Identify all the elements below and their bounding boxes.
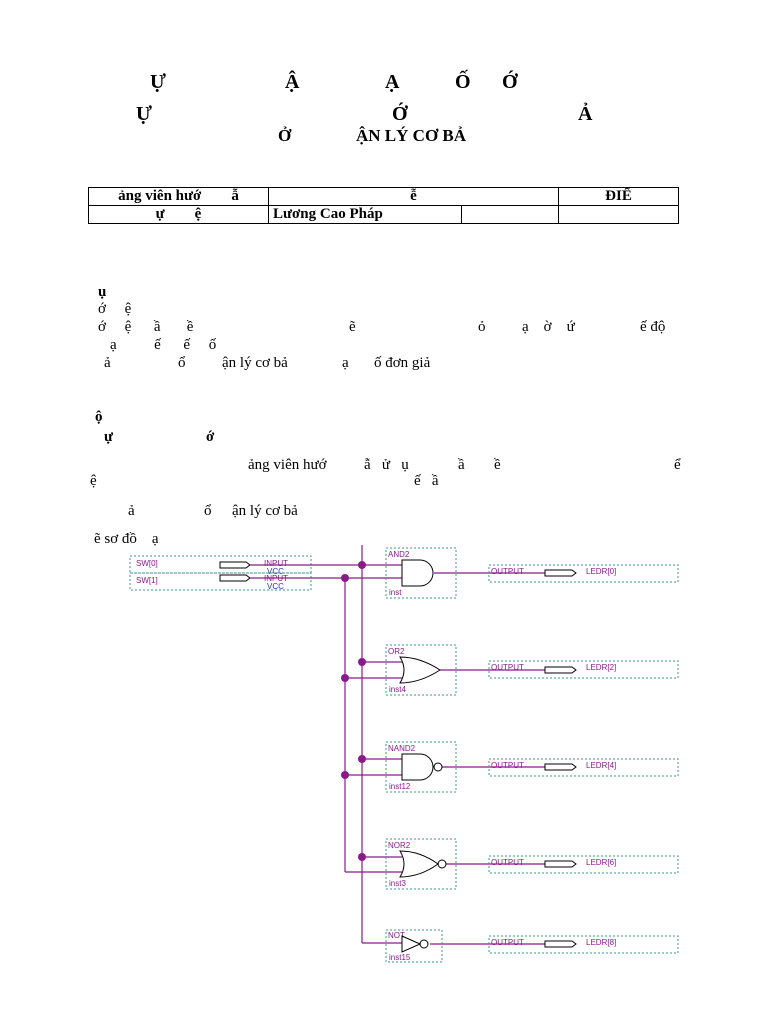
info-table: ảng viên hướ ẫ ễ ĐIỂ ự ệ Lương Cao Pháp [88, 187, 679, 224]
junction-dots [341, 561, 366, 861]
gate-inst: inst [389, 588, 402, 597]
gate-type: NOT [388, 931, 405, 940]
section-2-text: ệ [90, 473, 97, 489]
section-1-line: ả [104, 355, 111, 371]
section-1-line: ạ ế ế ố [110, 337, 217, 353]
input-sub: VCC [267, 582, 284, 591]
section-1-line: ỏ [478, 319, 486, 335]
output-name: LEDR[0] [586, 567, 616, 576]
section-2-text: ổ [204, 503, 212, 519]
section-2-text: ảng viên hướ [248, 457, 327, 473]
student-label: ự ệ [88, 205, 269, 224]
section-2-text: ả [128, 503, 135, 519]
gate-type: OR2 [388, 647, 405, 656]
input-pin-shape [219, 574, 251, 582]
input-name: SW[0] [136, 559, 158, 568]
title-glyph: Ả [578, 103, 593, 125]
gate-inst: inst4 [389, 685, 406, 694]
section-1-line: ớ ệ [98, 301, 132, 317]
section-1-line: ổ [178, 355, 186, 371]
nor-gate: NOR2 inst3 [385, 838, 457, 890]
title-glyph: Ở [278, 126, 292, 145]
section-2-sub: ự [104, 429, 114, 445]
score-value-cell [558, 205, 679, 224]
output-pin-ledr4: OUTPUT LEDR[4] [488, 758, 679, 777]
input-name: SW[1] [136, 576, 158, 585]
output-type: OUTPUT [491, 858, 524, 867]
gate-type: AND2 [388, 550, 410, 559]
output-pin-ledr8: OUTPUT LEDR[8] [488, 935, 679, 954]
section-1-heading: ụ [98, 284, 107, 300]
output-pin-ledr0: OUTPUT LEDR[0] [488, 564, 679, 583]
section-1-line: ố đơn giả [374, 355, 431, 371]
section-2-text: ế ầ [414, 473, 439, 489]
section-1-line: ạ ờ ứ [522, 319, 575, 335]
section-1-line: ận lý cơ bả [222, 355, 288, 371]
output-name: LEDR[8] [586, 938, 616, 947]
input-pin-shape [219, 561, 251, 569]
section-1-line: ế độ [640, 319, 666, 335]
score-label: ĐIỂ [558, 187, 679, 206]
not-gate: NOT inst15 [385, 929, 443, 963]
section-2-sub: ớ [206, 429, 215, 445]
gate-inst: inst15 [389, 953, 411, 962]
section-2-text: ầ [458, 457, 465, 473]
section-1-line: ẽ [349, 319, 356, 335]
output-name: LEDR[2] [586, 663, 616, 672]
output-type: OUTPUT [491, 567, 524, 576]
output-pin-ledr6: OUTPUT LEDR[6] [488, 855, 679, 874]
output-pin-ledr2: OUTPUT LEDR[2] [488, 660, 679, 679]
input-pin-sw1: SW[1] INPUT VCC [129, 572, 312, 591]
or-gate: OR2 inst4 [385, 644, 457, 696]
section-1-line: ớ ệ ầ ề [98, 319, 194, 335]
output-type: OUTPUT [491, 938, 524, 947]
output-type: OUTPUT [491, 663, 524, 672]
output-name: LEDR[4] [586, 761, 616, 770]
section-1-line: ạ [342, 355, 349, 371]
section-2-text: ẽ sơ đồ ạ [94, 531, 159, 547]
student-name: Lương Cao Pháp [268, 205, 462, 224]
and-gate: AND2 inst [385, 547, 457, 599]
table-row: ự ệ Lương Cao Pháp [88, 205, 679, 224]
nand-gate: NAND2 inst12 [385, 741, 457, 793]
title-glyph: Ự [150, 71, 166, 93]
output-type: OUTPUT [491, 761, 524, 770]
title-glyph: Ạ [385, 71, 400, 93]
input-sub: VCC [267, 567, 284, 576]
section-2-text: ề [494, 457, 501, 473]
section-2-text: ận lý cơ bả [232, 503, 298, 519]
table-row: ảng viên hướ ẫ ễ ĐIỂ [88, 187, 679, 206]
title-glyph: Ố [455, 71, 471, 93]
title-glyph: Ậ [285, 71, 300, 93]
gate-type: NOR2 [388, 841, 411, 850]
title-glyph: Ớ [502, 71, 518, 93]
title-glyph: Ự [136, 103, 152, 125]
title-glyph: Ớ [392, 103, 408, 125]
input-pin-box [129, 572, 312, 591]
section-2-text: ể [674, 457, 681, 473]
gate-type: NAND2 [388, 744, 416, 753]
gate-inst: inst12 [389, 782, 411, 791]
input-type: INPUT [264, 559, 288, 568]
section-2-text: ẫ ử ụ [364, 457, 409, 473]
gate-inst: inst3 [389, 879, 406, 888]
section-2-heading: ộ [95, 409, 103, 425]
title-glyph: ẬN LÝ CƠ BẢ [356, 126, 467, 145]
lecturer-label: ảng viên hướ ẫ [88, 187, 269, 206]
output-name: LEDR[6] [586, 858, 616, 867]
